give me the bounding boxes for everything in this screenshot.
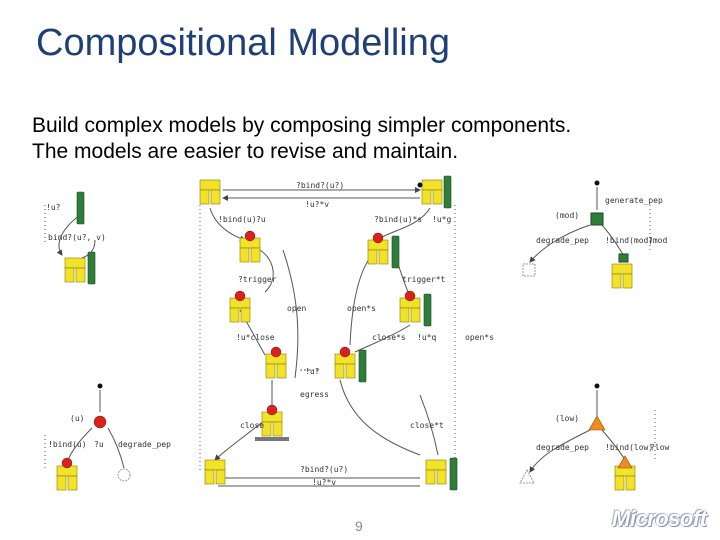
agent-figure <box>205 460 225 484</box>
diagram-label: (u) <box>70 414 84 423</box>
diagram-label: ?bind?(u?) <box>300 465 348 474</box>
sub-diagram-top-left <box>45 205 95 258</box>
diagram-label: !u? <box>46 203 61 212</box>
diagram-label: (mod) <box>555 211 579 220</box>
agent-figure <box>65 258 85 282</box>
diagram-label: close*t <box>410 421 444 430</box>
agent-bar <box>77 192 84 224</box>
diagram-label: !bind(u) <box>218 215 257 224</box>
diagram-label: bind?(u?, v) <box>48 233 106 242</box>
diagram-label: !u?*v <box>305 200 329 209</box>
diagram-label: !bind(mod) <box>605 236 653 245</box>
sub-diagram-bottom-right <box>530 390 655 472</box>
diagram-label: !u*close <box>236 333 275 342</box>
diagram-label: ?bind(u)*s <box>374 215 422 224</box>
diagram-label: degrade_pep <box>536 236 589 245</box>
sub-diagram-bottom-left <box>45 390 124 470</box>
diagram-label: open*s <box>347 304 376 313</box>
diagram-label: !bind(low) <box>605 443 653 452</box>
agent-bar <box>444 176 451 208</box>
diagram-label: open <box>287 304 306 313</box>
diagram-labels: ?bind?(u?) !u?*v !bind(u) ?u ?bind(u)*s … <box>46 181 669 487</box>
diagram-label: ?u <box>256 215 266 224</box>
orange-state-marker <box>618 456 632 468</box>
agent-figure <box>426 460 446 484</box>
agent-bar <box>359 350 366 382</box>
agent-figure <box>262 412 282 436</box>
agent-bar <box>88 252 95 284</box>
diagram-label: !bind(u) <box>48 440 87 449</box>
microsoft-logo: Microsoft <box>612 506 707 532</box>
green-state-marker <box>619 254 628 262</box>
empty-state-marker <box>520 470 534 483</box>
diagram-label: !u?*v <box>312 478 336 487</box>
agent-figure <box>57 466 77 490</box>
diagram-label: trigger*t <box>402 275 446 284</box>
diagram-label: close <box>240 421 264 430</box>
empty-state-marker <box>523 264 535 276</box>
agent-figure <box>400 298 420 322</box>
agent-bar <box>424 294 431 326</box>
diagram-label: close*s <box>372 333 406 342</box>
diagram-label: !u? <box>305 367 320 376</box>
diagram-label: ?bind?(u?) <box>296 181 344 190</box>
diagram-label: !u*q <box>417 333 436 342</box>
agent-bar <box>392 236 399 268</box>
diagram-label: open*s <box>465 333 494 342</box>
diagram-label: generate_pep <box>605 196 663 205</box>
diagram-label: ?low <box>650 443 669 452</box>
diagram-label: !u*g <box>432 215 451 224</box>
orange-state-marker <box>589 416 605 430</box>
agent-figure <box>368 240 388 264</box>
diagram-label: (low) <box>555 414 579 423</box>
agent-bar <box>450 458 457 490</box>
agent-figure <box>612 264 632 288</box>
diagram-label: ?trigger <box>238 275 277 284</box>
diagram-label: ?u <box>94 440 104 449</box>
agent-figure <box>422 180 442 204</box>
diagram-label: degrade_pep <box>118 440 171 449</box>
agent-figure <box>240 238 260 262</box>
diagram-label: ?mod <box>648 236 667 245</box>
agent-figure <box>266 354 286 378</box>
agent-figure <box>615 466 635 490</box>
red-state-markers <box>62 231 415 468</box>
agent-figure <box>335 354 355 378</box>
membrane-base <box>255 437 289 441</box>
agent-figure <box>200 180 220 204</box>
green-state-marker <box>591 213 603 225</box>
page-number: 9 <box>355 518 363 534</box>
diagram-label: degrade_pep <box>536 443 589 452</box>
diagram-label: egress <box>300 390 329 399</box>
empty-state-marker <box>118 469 130 481</box>
